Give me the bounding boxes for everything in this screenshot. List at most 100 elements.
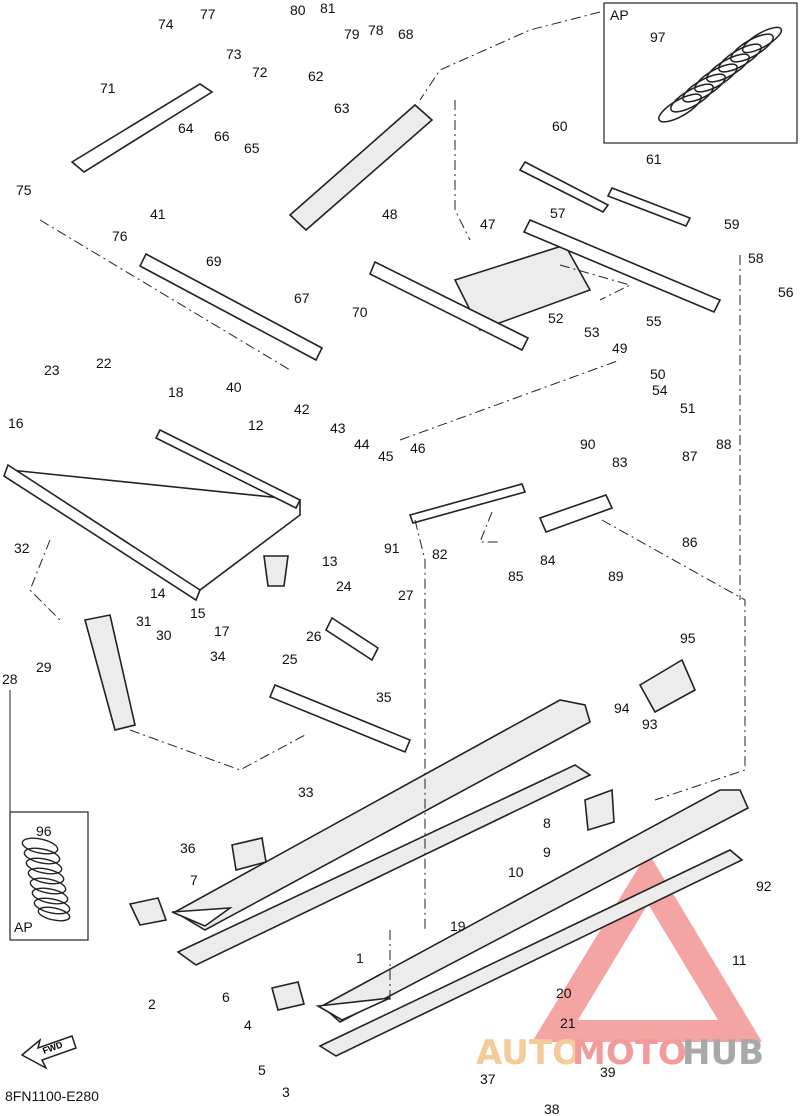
callout-24: 24 (336, 578, 352, 594)
callout-52: 52 (548, 310, 564, 326)
callout-92: 92 (756, 878, 772, 894)
bracket-36 (231, 837, 267, 872)
callout-11: 11 (732, 952, 747, 968)
callout-66: 66 (214, 128, 230, 144)
inset-label-bottom: AP (14, 919, 33, 935)
callout-48: 48 (382, 206, 398, 222)
callout-35: 35 (376, 689, 392, 705)
callout-28: 28 (2, 671, 18, 687)
slider-8 (584, 788, 615, 832)
callout-23: 23 (44, 362, 60, 378)
callout-86: 86 (682, 534, 698, 550)
callout-17: 17 (214, 623, 230, 639)
callout-49: 49 (612, 340, 628, 356)
callout-89: 89 (608, 568, 624, 584)
fwd-arrow-icon: FWD (20, 1035, 77, 1070)
shaft-48 (368, 260, 530, 352)
callout-59: 59 (724, 216, 740, 232)
callout-19: 19 (450, 918, 466, 934)
shaft-60 (518, 160, 610, 214)
front-arm-71 (70, 83, 214, 173)
callout-29: 29 (36, 659, 52, 675)
callout-16: 16 (8, 415, 24, 431)
callout-2: 2 (148, 996, 156, 1012)
callout-69: 69 (206, 253, 222, 269)
callout-94: 94 (614, 700, 630, 716)
callout-85: 85 (508, 568, 524, 584)
rail-assemblies (171, 699, 750, 1057)
callout-95: 95 (680, 630, 696, 646)
callout-3: 3 (282, 1084, 290, 1100)
callout-65: 65 (244, 140, 260, 156)
callout-62: 62 (308, 68, 324, 84)
watermark-auto: AUTO (476, 1033, 581, 1073)
callout-22: 22 (96, 355, 112, 371)
bracket-24 (324, 616, 380, 662)
wear-bar-right (315, 997, 391, 1021)
callout-50: 50 (650, 366, 666, 382)
callout-90: 90 (580, 436, 596, 452)
callout-9: 9 (543, 844, 551, 860)
link-83 (538, 494, 614, 534)
callout-33: 33 (298, 784, 314, 800)
callout-73: 73 (226, 46, 242, 62)
callout-60: 60 (552, 118, 568, 134)
callout-64: 64 (178, 120, 194, 136)
callout-55: 55 (646, 313, 662, 329)
stopper-4a (128, 897, 168, 926)
callout-37: 37 (480, 1071, 496, 1087)
bracket-95 (638, 658, 697, 714)
callout-70: 70 (352, 304, 368, 320)
callout-74: 74 (158, 16, 174, 32)
callout-79: 79 (344, 26, 360, 42)
callout-40: 40 (226, 379, 242, 395)
callout-67: 67 (294, 290, 310, 306)
callout-68: 68 (398, 26, 414, 42)
callout-53: 53 (584, 324, 600, 340)
callout-30: 30 (156, 627, 172, 643)
inset-spring-97: AP (603, 2, 798, 144)
callout-7: 7 (190, 872, 198, 888)
callout-83: 83 (612, 454, 628, 470)
shock-absorber-62 (288, 103, 434, 232)
callout-78: 78 (368, 22, 384, 38)
callout-51: 51 (680, 400, 696, 416)
callout-97: 97 (650, 29, 666, 45)
callout-27: 27 (398, 587, 414, 603)
callout-25: 25 (282, 651, 298, 667)
callout-43: 43 (330, 420, 346, 436)
callout-12: 12 (248, 417, 264, 433)
callout-42: 42 (294, 401, 310, 417)
callout-75: 75 (16, 182, 32, 198)
callout-87: 87 (682, 448, 698, 464)
spring-96-icon (21, 837, 71, 922)
rail-bar-61 (606, 186, 692, 228)
spring-97-icon (658, 26, 783, 123)
stopper-4b (271, 981, 305, 1011)
arm-82 (408, 483, 527, 524)
callout-38: 38 (544, 1101, 560, 1116)
callout-61: 61 (646, 151, 662, 167)
watermark-logo: AUTO MOTO HUB (476, 852, 764, 1073)
callout-63: 63 (334, 100, 350, 116)
callout-31: 31 (136, 613, 152, 629)
watermark-triangle-icon (532, 852, 762, 1042)
slide-rail-right (320, 789, 750, 1023)
callout-6: 6 (222, 989, 230, 1005)
callout-56: 56 (778, 284, 794, 300)
callout-5: 5 (258, 1062, 266, 1078)
callout-10: 10 (508, 864, 524, 880)
callout-39: 39 (600, 1064, 616, 1080)
callout-32: 32 (14, 540, 30, 556)
callout-15: 15 (190, 605, 206, 621)
inset-label-top: AP (610, 7, 629, 23)
rubber-13 (263, 555, 289, 587)
slide-rail-left-lower (176, 764, 592, 966)
callout-44: 44 (354, 436, 370, 452)
callout-93: 93 (642, 716, 658, 732)
callout-26: 26 (306, 628, 322, 644)
suspension-parts (3, 83, 722, 1011)
wear-bar-left (171, 907, 233, 927)
callout-84: 84 (540, 552, 556, 568)
